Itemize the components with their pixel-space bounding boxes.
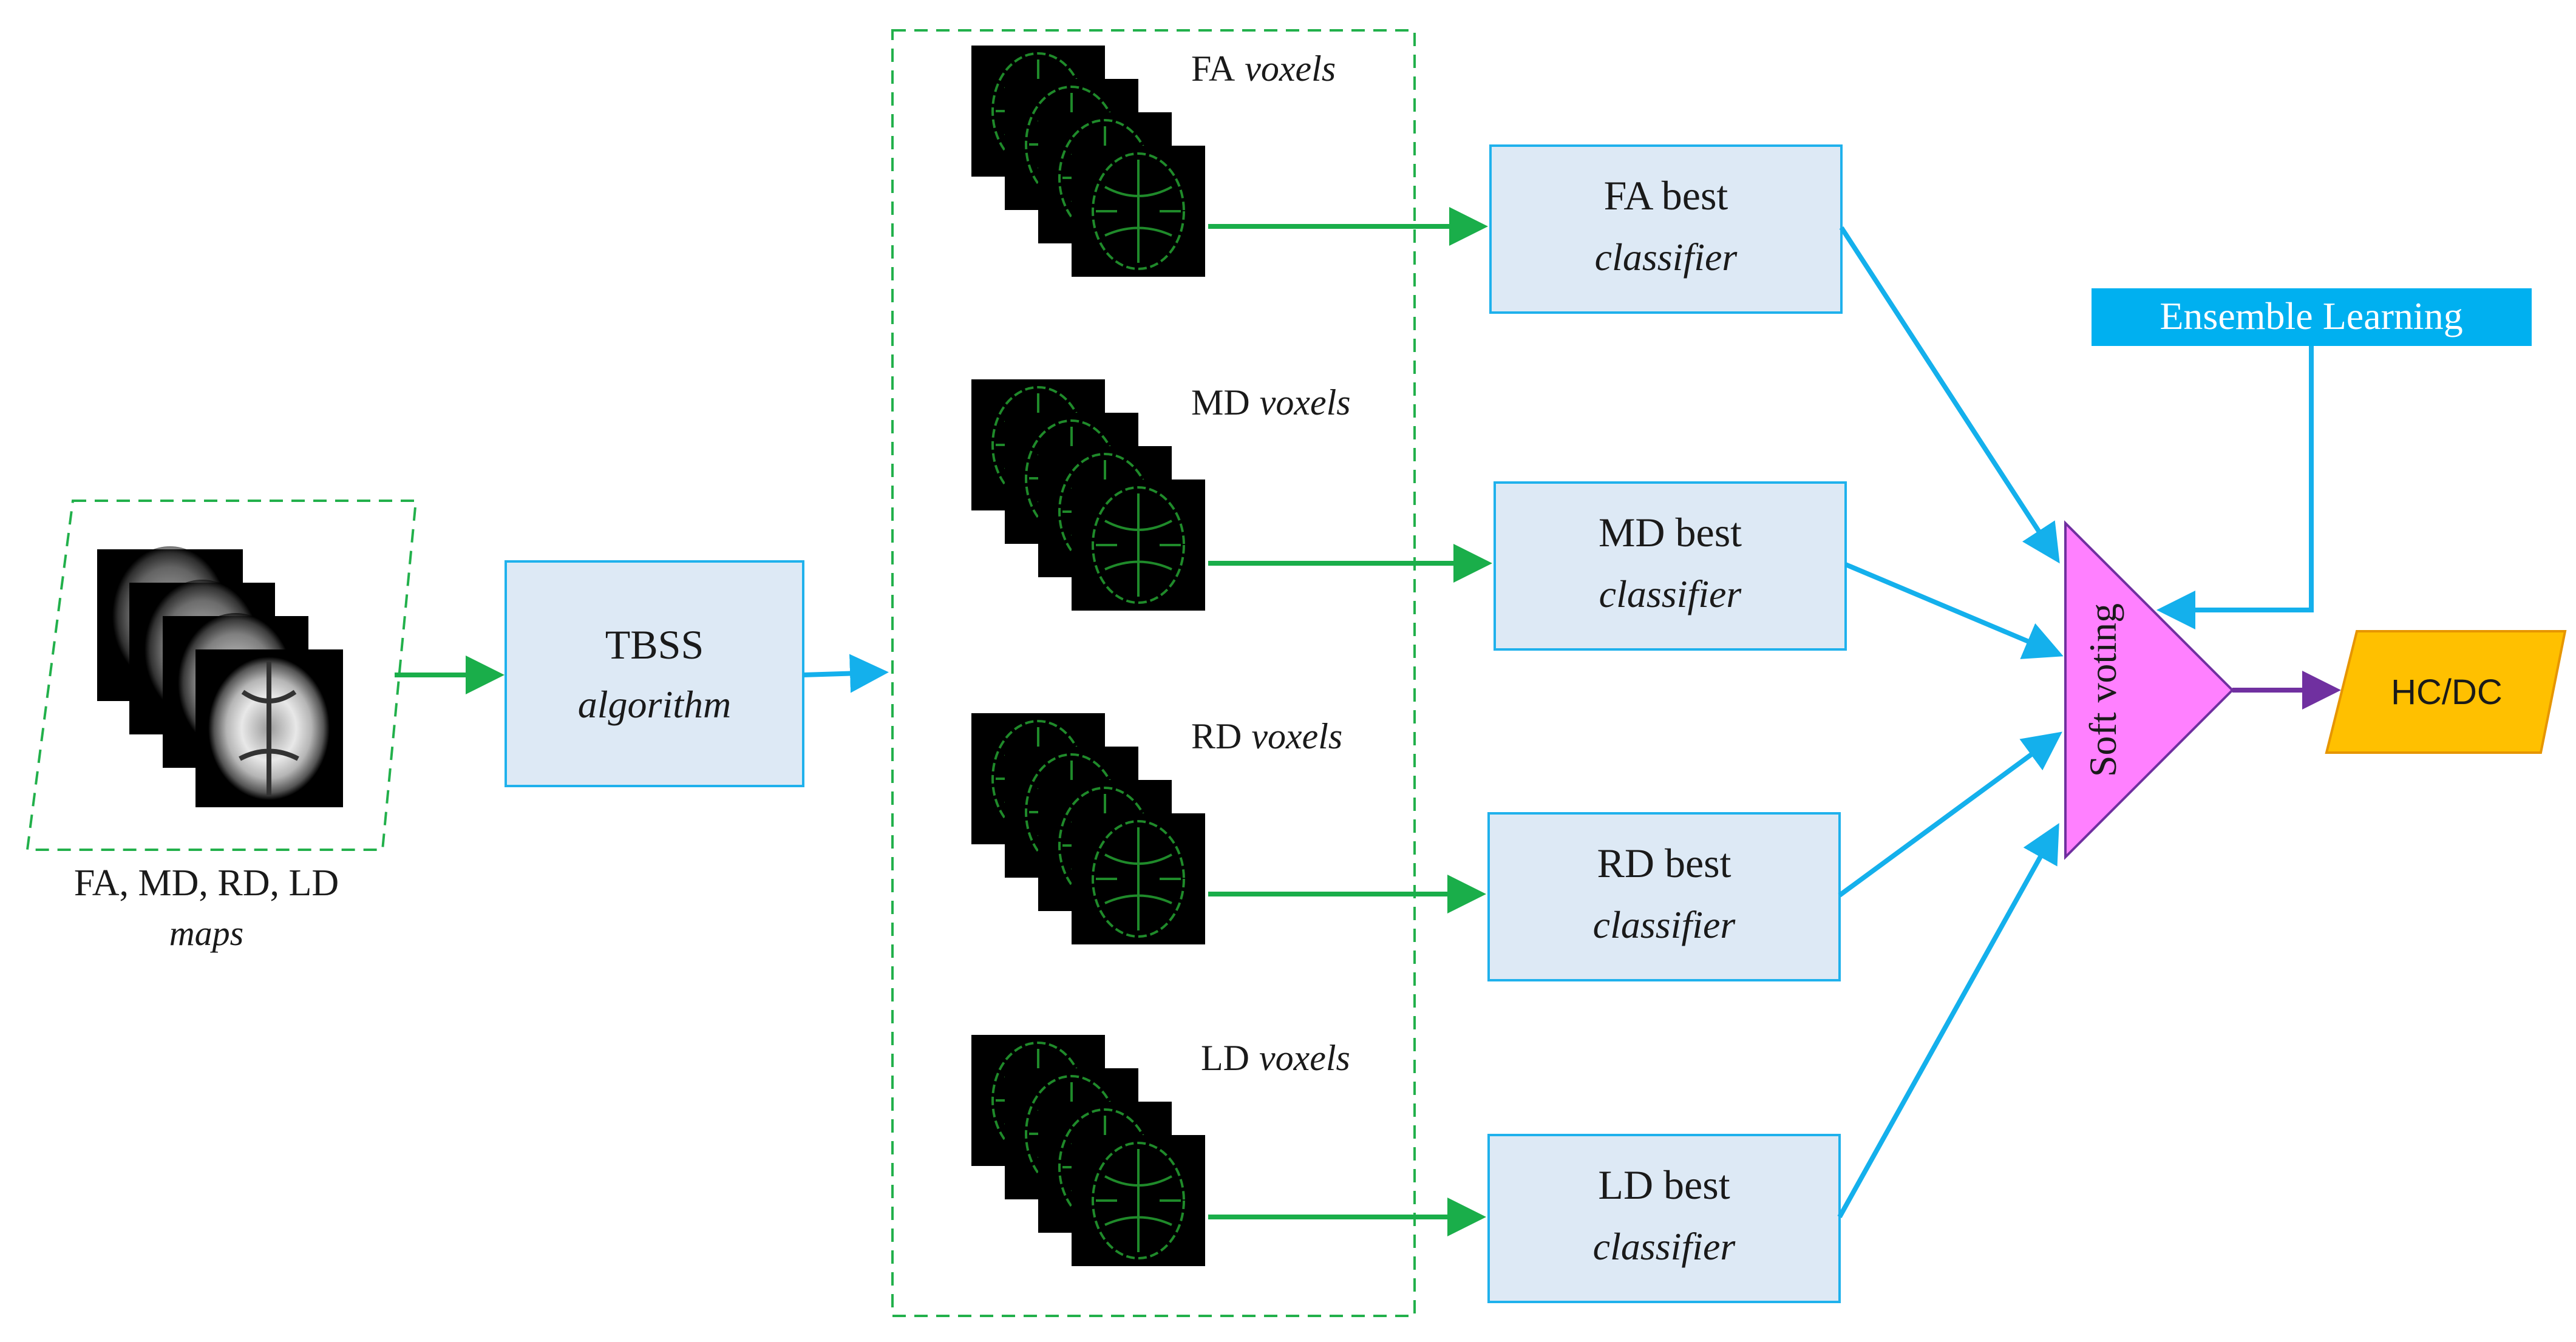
classifier-subtitle: classifier [1593, 903, 1736, 946]
arrow-tbss-to-voxels [803, 654, 889, 693]
classifier-title: MD best [1599, 509, 1742, 555]
voxel-slice [1072, 146, 1205, 277]
tbss-box: TBSS algorithm [505, 560, 804, 787]
soft-voting-label: Soft voting [2081, 603, 2124, 777]
classifier-subtitle: classifier [1599, 572, 1742, 615]
input-maps-label: FA, MD, RD, LD [74, 862, 339, 904]
arrow-classifier-to-voting [1844, 562, 2064, 659]
input-maps-sublabel: maps [169, 913, 243, 953]
tbss-title: TBSS [605, 622, 704, 668]
voxel-groups-frame [891, 29, 1416, 1317]
classifier-title: LD best [1598, 1162, 1730, 1208]
classifier-rd-box: RD best classifier [1487, 812, 1841, 981]
voxel-slice [1072, 1135, 1205, 1266]
input-map-slice [195, 649, 343, 807]
input-maps-frame [25, 500, 418, 851]
classifier-title: FA best [1604, 172, 1728, 219]
voxel-slice [1072, 813, 1205, 944]
voxel-slice [1072, 480, 1205, 611]
tbss-subtitle: algorithm [578, 683, 731, 726]
arrow-classifier-to-voting [1839, 226, 2060, 564]
arrow-classifier-to-voting [1837, 823, 2059, 1218]
classifier-title: RD best [1597, 840, 1731, 886]
classifier-fa-box: FA best classifier [1489, 144, 1843, 314]
classifier-ld-box: LD best classifier [1487, 1134, 1841, 1303]
classifier-subtitle: classifier [1595, 236, 1738, 279]
classifier-md-box: MD best classifier [1494, 481, 1847, 651]
arrow-classifier-to-voting [1838, 731, 2062, 898]
ensemble-learning-label: Ensemble Learning [2160, 294, 2462, 337]
output-box: HC/DC [2325, 630, 2567, 754]
input-map-stack [97, 546, 343, 807]
soft-voting-triangle: Soft voting [2064, 520, 2234, 860]
ensemble-learning-box: Ensemble Learning [2092, 288, 2532, 346]
arrow-ensemble-to-voting [2156, 346, 2314, 629]
output-label: HC/DC [2391, 673, 2503, 712]
classifier-subtitle: classifier [1593, 1225, 1736, 1268]
